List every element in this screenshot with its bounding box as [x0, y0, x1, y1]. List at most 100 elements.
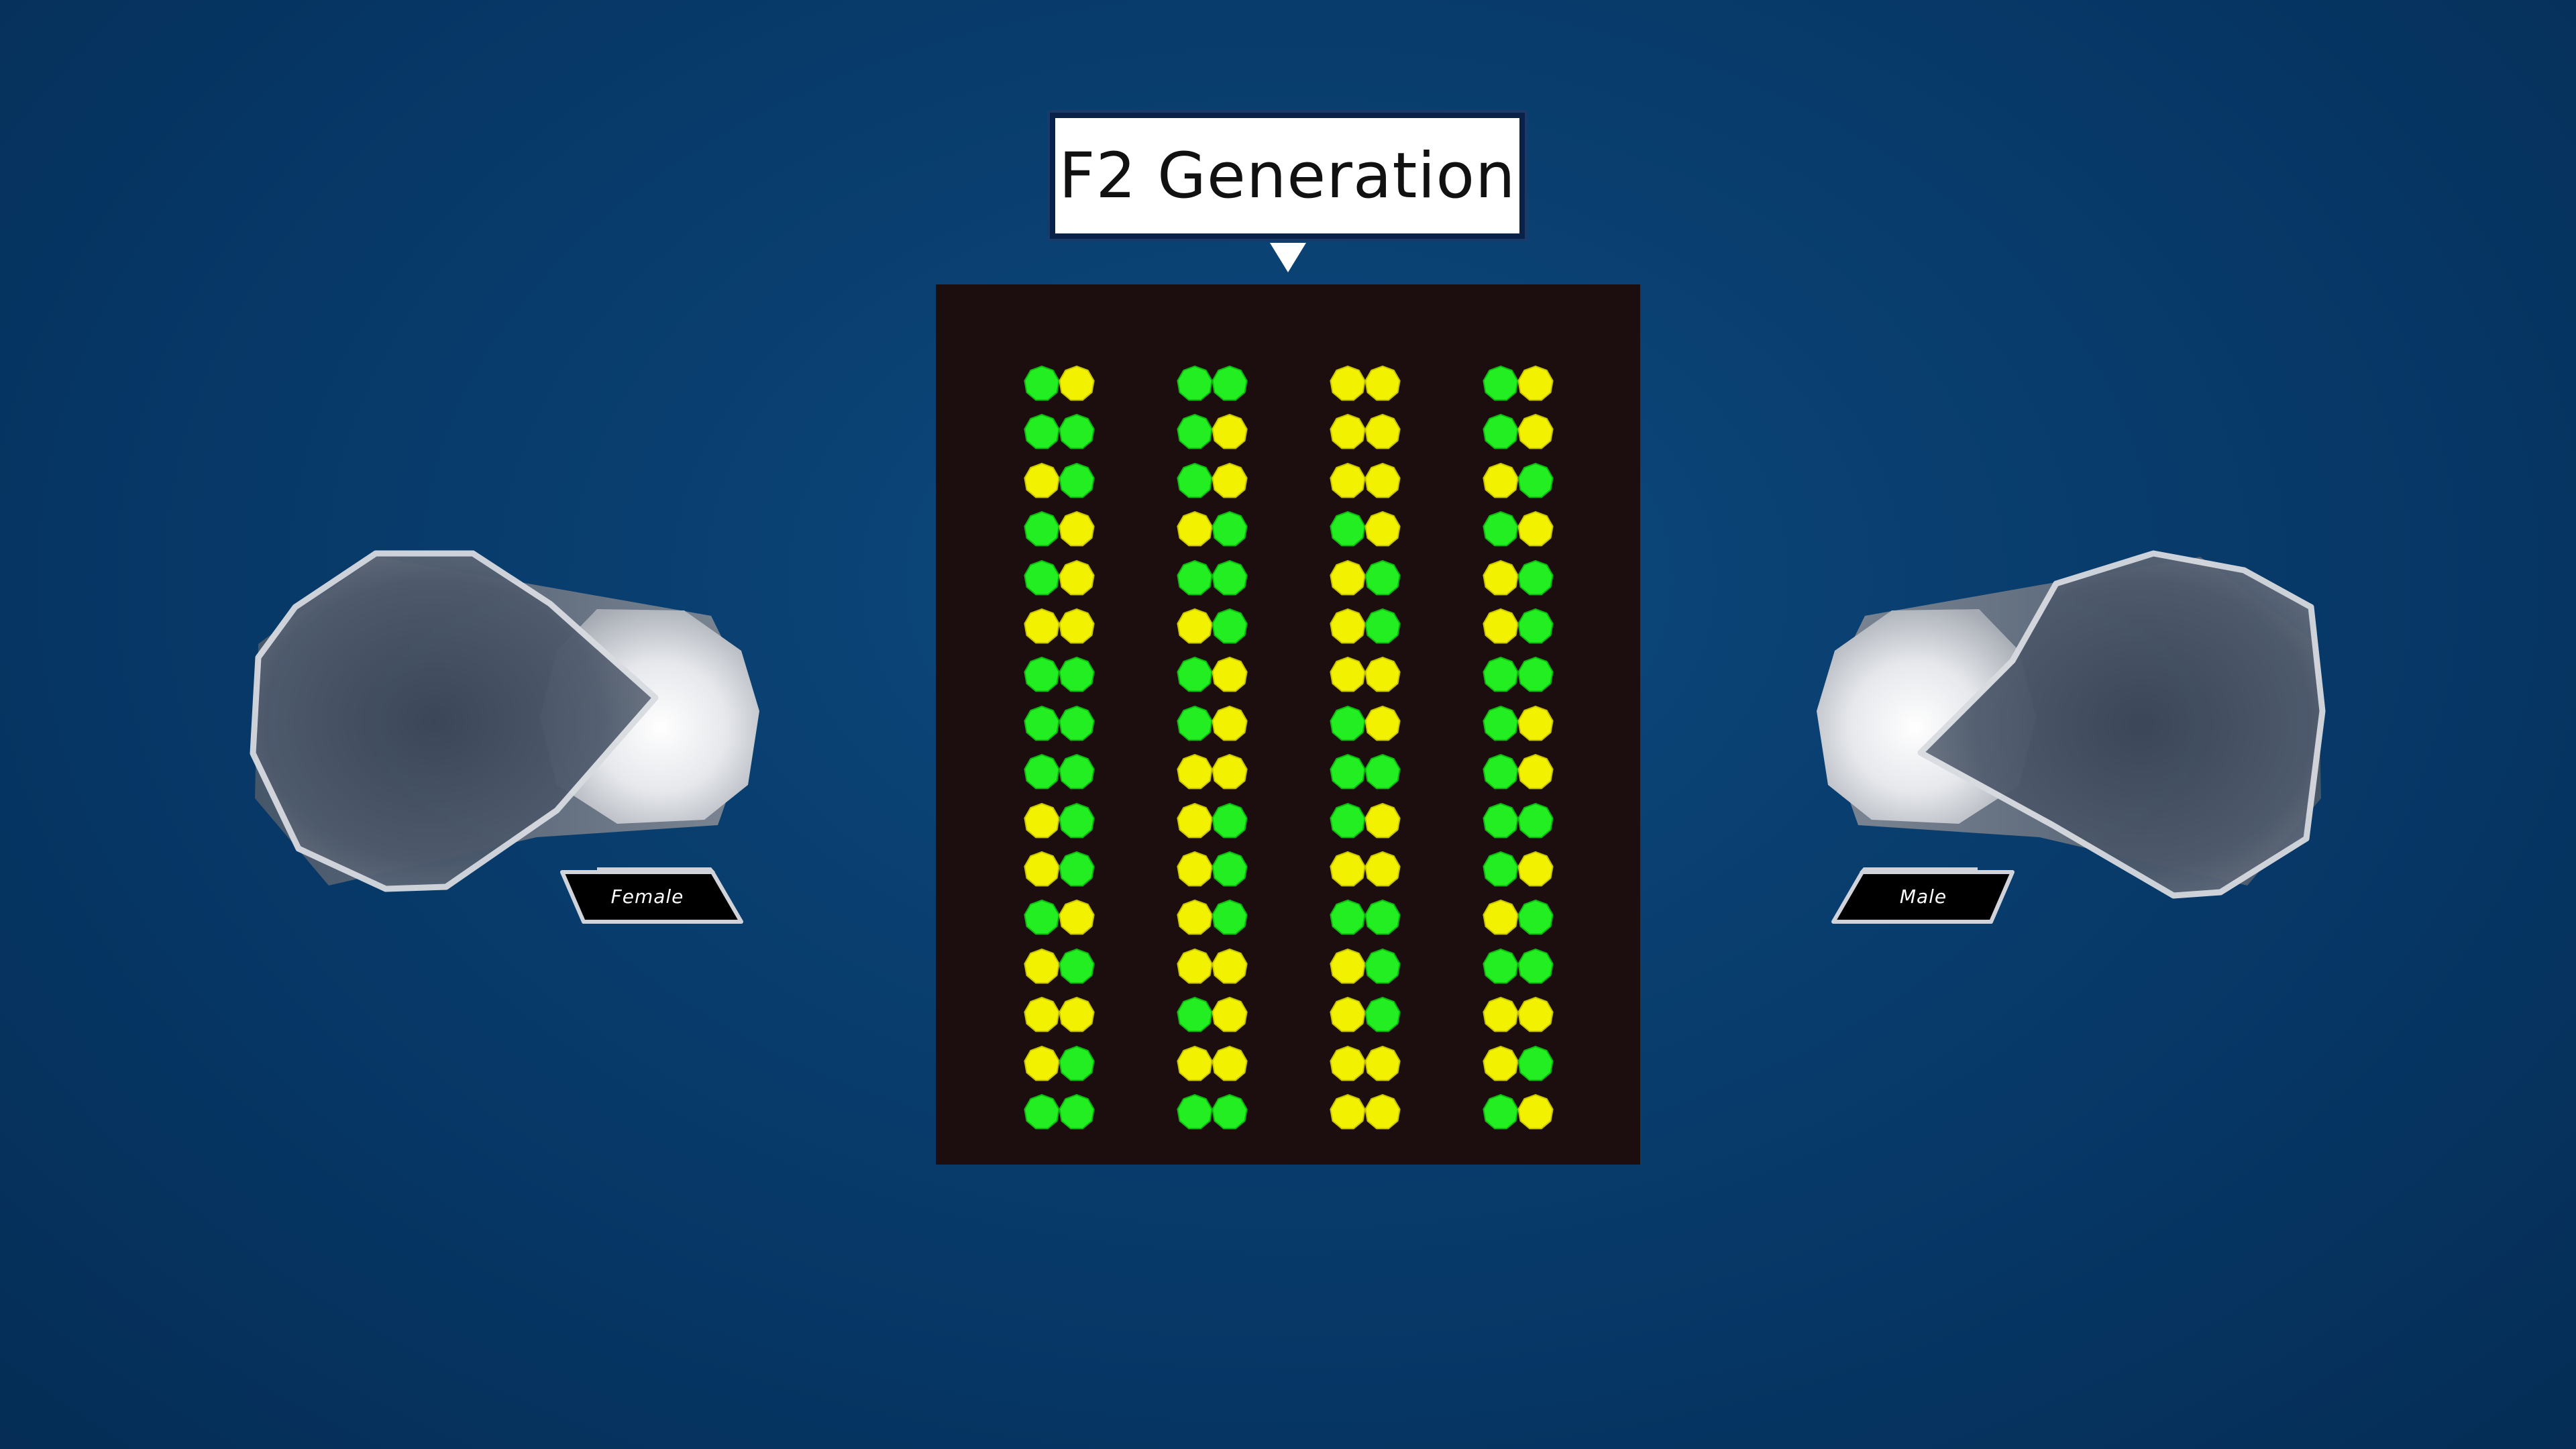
green-allele-bead: [1364, 900, 1401, 935]
green-allele-bead: [1177, 365, 1213, 401]
yellow-allele-bead: [1364, 1093, 1401, 1130]
green-allele-bead: [1517, 462, 1554, 498]
offspring-pair: [1482, 365, 1557, 402]
green-allele-bead: [1059, 414, 1095, 449]
green-allele-bead: [1517, 948, 1554, 984]
offspring-pair: [1176, 851, 1251, 888]
yellow-allele-bead: [1483, 997, 1519, 1032]
generation-title: F2 Generation: [1059, 139, 1516, 213]
green-allele-bead: [1059, 802, 1095, 838]
male-label: Male: [1853, 872, 1994, 920]
green-allele-bead: [1212, 900, 1248, 935]
yellow-allele-bead: [1364, 414, 1401, 449]
yellow-allele-bead: [1177, 851, 1213, 887]
yellow-allele-bead: [1059, 997, 1095, 1032]
offspring-pair: [1023, 413, 1098, 451]
green-allele-bead: [1177, 705, 1213, 741]
offspring-pair: [1023, 511, 1098, 548]
green-allele-bead: [1059, 948, 1095, 984]
offspring-pair: [1176, 559, 1251, 597]
green-allele-bead: [1364, 754, 1401, 790]
green-allele-bead: [1330, 511, 1366, 547]
green-allele-bead: [1177, 462, 1213, 498]
green-allele-bead: [1059, 851, 1095, 887]
yellow-allele-bead: [1212, 705, 1248, 741]
green-allele-bead: [1364, 608, 1401, 644]
green-allele-bead: [1364, 997, 1401, 1032]
yellow-allele-bead: [1364, 851, 1401, 887]
female-container-cylinder[interactable]: [241, 543, 765, 906]
yellow-allele-bead: [1364, 365, 1401, 401]
yellow-allele-bead: [1517, 997, 1554, 1032]
green-allele-bead: [1024, 511, 1060, 547]
offspring-pair: [1329, 996, 1404, 1034]
offspring-pair: [1329, 948, 1404, 985]
green-allele-bead: [1177, 657, 1213, 692]
offspring-pair: [1482, 948, 1557, 985]
green-allele-bead: [1024, 754, 1060, 790]
green-allele-bead: [1024, 705, 1060, 741]
female-label-plate: [560, 867, 743, 924]
yellow-allele-bead: [1330, 559, 1366, 595]
female-label-text: Female: [610, 885, 684, 908]
green-allele-bead: [1059, 705, 1095, 741]
offspring-pair: [1482, 851, 1557, 888]
green-allele-bead: [1024, 414, 1060, 449]
offspring-pair: [1176, 705, 1251, 743]
green-allele-bead: [1212, 608, 1248, 644]
yellow-allele-bead: [1024, 802, 1060, 838]
offspring-pair: [1023, 365, 1098, 402]
female-label: Female: [577, 872, 718, 920]
yellow-allele-bead: [1517, 414, 1554, 449]
green-allele-bead: [1517, 608, 1554, 644]
offspring-board: [936, 284, 1640, 1165]
green-allele-bead: [1483, 657, 1519, 692]
yellow-allele-bead: [1330, 1045, 1366, 1081]
male-container-cylinder[interactable]: [1811, 543, 2334, 906]
offspring-pair: [1023, 948, 1098, 985]
yellow-allele-bead: [1177, 948, 1213, 984]
offspring-pair: [1329, 851, 1404, 888]
offspring-pair: [1329, 753, 1404, 791]
offspring-pair: [1482, 705, 1557, 743]
offspring-pair: [1023, 851, 1098, 888]
green-allele-bead: [1364, 948, 1401, 984]
yellow-allele-bead: [1483, 559, 1519, 595]
offspring-pair: [1023, 753, 1098, 791]
green-allele-bead: [1364, 559, 1401, 595]
offspring-pair: [1329, 1093, 1404, 1131]
yellow-allele-bead: [1330, 997, 1366, 1032]
offspring-pair: [1176, 948, 1251, 985]
yellow-allele-bead: [1024, 1045, 1060, 1081]
yellow-allele-bead: [1212, 462, 1248, 498]
offspring-pair: [1176, 462, 1251, 500]
yellow-allele-bead: [1212, 948, 1248, 984]
offspring-pair: [1482, 608, 1557, 645]
yellow-allele-bead: [1483, 900, 1519, 935]
yellow-allele-bead: [1024, 997, 1060, 1032]
yellow-allele-bead: [1177, 511, 1213, 547]
yellow-allele-bead: [1364, 802, 1401, 838]
green-allele-bead: [1330, 802, 1366, 838]
yellow-allele-bead: [1517, 705, 1554, 741]
yellow-allele-bead: [1483, 1045, 1519, 1081]
green-allele-bead: [1059, 462, 1095, 498]
offspring-pair: [1482, 559, 1557, 597]
yellow-allele-bead: [1330, 1093, 1366, 1130]
yellow-allele-bead: [1212, 997, 1248, 1032]
green-allele-bead: [1517, 559, 1554, 595]
green-allele-bead: [1212, 559, 1248, 595]
green-allele-bead: [1212, 365, 1248, 401]
yellow-allele-bead: [1059, 511, 1095, 547]
offspring-pair: [1329, 899, 1404, 936]
green-allele-bead: [1212, 802, 1248, 838]
yellow-allele-bead: [1212, 414, 1248, 449]
offspring-pair: [1176, 996, 1251, 1034]
yellow-allele-bead: [1517, 754, 1554, 790]
yellow-allele-bead: [1177, 754, 1213, 790]
offspring-pair: [1176, 608, 1251, 645]
green-allele-bead: [1483, 1093, 1519, 1130]
offspring-pair: [1329, 559, 1404, 597]
yellow-allele-bead: [1177, 1045, 1213, 1081]
green-allele-bead: [1177, 997, 1213, 1032]
